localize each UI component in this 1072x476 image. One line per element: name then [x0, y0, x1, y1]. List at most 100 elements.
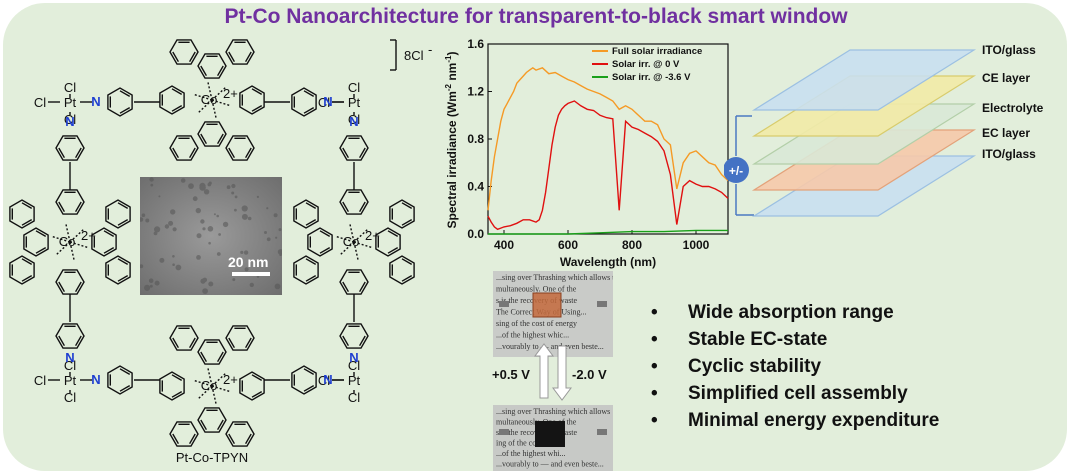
y-tick-label: 0.4	[467, 180, 484, 194]
photo-text-line: ...of the highest whic...	[496, 331, 569, 340]
pyridine-ring	[375, 227, 401, 257]
nanoparticle	[202, 227, 206, 231]
double-bond	[200, 65, 208, 77]
pyridine-ring	[293, 255, 319, 285]
nanoparticle	[222, 221, 229, 228]
counter-ion: 8Cl	[404, 48, 424, 63]
double-bond	[200, 133, 208, 145]
y-tick-label: 0.0	[467, 227, 484, 241]
chlorine-atom: Cl	[34, 95, 46, 110]
pyridine-ring	[169, 325, 199, 351]
double-bond	[171, 88, 183, 96]
double-bond	[117, 274, 129, 282]
nanoparticle	[207, 182, 212, 187]
double-bond	[171, 104, 183, 112]
coordination-bond	[211, 385, 217, 404]
double-bond	[244, 51, 252, 63]
coordination-bond	[65, 224, 71, 243]
double-bond	[401, 218, 413, 226]
double-bond	[303, 106, 315, 114]
photo-transparent-state: ...sing over Thrashing which allows tmul…	[493, 271, 613, 357]
pyridine-ring	[197, 53, 227, 79]
nitrogen-atom: N	[323, 372, 332, 387]
pyridine-ring	[105, 255, 131, 285]
nanoparticle	[234, 208, 237, 212]
double-bond	[119, 90, 131, 98]
double-bond	[21, 218, 33, 226]
layer-label: CE layer	[982, 71, 1030, 85]
photo-text-line: ...of the highest whi...	[496, 449, 566, 458]
layer-label: ITO/glass	[982, 43, 1036, 57]
y-tick-label: 0.8	[467, 132, 484, 146]
coordination-bond	[211, 87, 226, 101]
double-bond	[200, 351, 208, 363]
nanoparticle	[264, 231, 267, 234]
nanoparticle	[164, 224, 170, 229]
double-bond	[58, 281, 66, 293]
bullet-icon: •	[651, 302, 658, 323]
double-bond	[251, 374, 263, 382]
coordination-bond	[69, 241, 88, 248]
nanoparticle	[158, 195, 161, 198]
nanoparticle	[208, 241, 211, 245]
double-bond	[188, 147, 196, 159]
nanoparticle	[196, 255, 201, 260]
coordination-bond	[211, 99, 217, 118]
photo-text-line: multaneously. One of the	[496, 285, 577, 294]
nanoparticle	[199, 182, 206, 189]
double-bond	[244, 337, 252, 349]
nanoparticle	[196, 233, 202, 239]
cobalt-charge: 2+	[223, 372, 238, 387]
platinum-atom: Pt	[64, 95, 77, 110]
chlorine-atom: Cl	[34, 373, 46, 388]
nanoparticle	[172, 227, 177, 232]
photo-text-line: ...vourably to — and even beste...	[496, 342, 604, 351]
linker-pyridine	[107, 87, 133, 117]
coordination-bond	[211, 99, 230, 106]
nanoparticle	[256, 195, 259, 198]
double-bond	[74, 201, 82, 213]
nanoparticle	[243, 250, 249, 255]
nanoparticle	[149, 177, 154, 182]
pyridine-ring	[9, 255, 35, 285]
cobalt-charge: 2+	[365, 228, 380, 243]
feature-item: •Wide absorption range	[648, 300, 939, 327]
tem-texture	[140, 177, 282, 295]
nanoparticle	[148, 278, 154, 283]
double-bond	[244, 433, 252, 445]
double-bond	[216, 351, 224, 363]
double-bond	[103, 246, 115, 254]
double-bond	[244, 147, 252, 159]
coordination-bond	[69, 241, 75, 260]
nanoparticle	[154, 280, 160, 286]
double-bond	[358, 281, 366, 293]
linker-pyridine	[55, 135, 85, 161]
nanoparticle	[154, 226, 161, 233]
nanoparticle	[273, 213, 278, 218]
nanoparticle	[159, 257, 165, 263]
cobalt-atom: Co	[59, 234, 76, 249]
layer-label: Electrolyte	[982, 101, 1044, 115]
linker-pyridine	[339, 135, 369, 161]
double-bond	[21, 202, 33, 210]
feature-item: •Cyclic stability	[648, 354, 939, 381]
pyridine-ring	[105, 199, 131, 229]
voltage-right: -2.0 V	[572, 367, 607, 382]
double-bond	[342, 201, 350, 213]
nanoparticle	[149, 284, 153, 288]
double-bond	[119, 368, 131, 376]
nitrogen-atom: N	[349, 350, 358, 365]
double-bond	[117, 218, 129, 226]
cobalt-atom: Co	[201, 378, 218, 393]
up-arrow	[534, 343, 554, 399]
feature-text: Simplified cell assembly	[688, 383, 908, 404]
y-tick-label: 1.6	[467, 37, 484, 51]
pyridine-ring	[389, 255, 415, 285]
nanoparticle	[203, 189, 210, 195]
linker-pyridine	[339, 323, 369, 349]
nanoparticle	[244, 267, 249, 272]
double-bond	[58, 335, 66, 347]
nanoparticle	[200, 278, 206, 284]
